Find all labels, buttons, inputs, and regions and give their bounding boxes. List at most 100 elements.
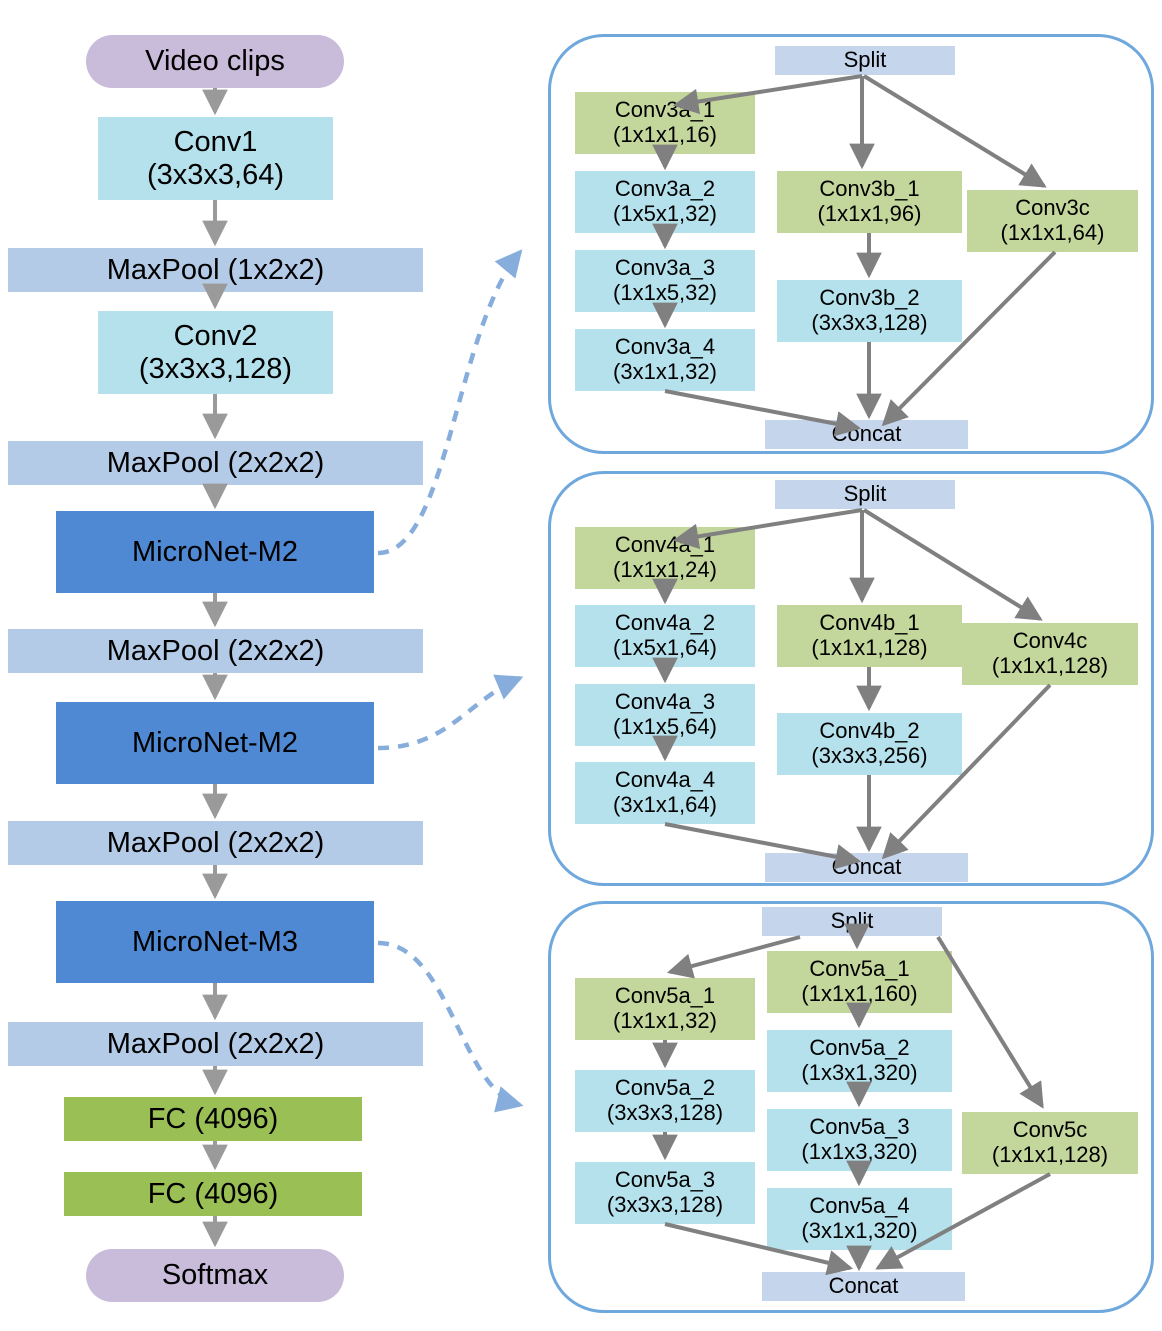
module-conv3-conv3a_4: Conv3a_4 (3x1x1,32) [575, 329, 755, 391]
node-sublabel: (1x1x1,128) [991, 653, 1109, 678]
node-label: Conv3a_2 [614, 176, 716, 202]
module-conv3-conv3b_1: Conv3b_1 (1x1x1,96) [777, 171, 962, 233]
node-label: MaxPool (2x2x2) [106, 634, 325, 667]
module-conv3-conv3a_3: Conv3a_3 (1x1x5,32) [575, 250, 755, 312]
node-label: MaxPool (1x2x2) [106, 253, 325, 286]
module-conv5-left-conv5a_1: Conv5a_1 (1x1x1,32) [575, 978, 755, 1040]
node-sublabel: (1x5x1,64) [613, 635, 717, 660]
module-conv5-mid-conv5a_3: Conv5a_3 (1x1x3,320) [767, 1109, 952, 1171]
node-label: MicroNet-M2 [132, 535, 298, 568]
module-conv4-frame [548, 471, 1154, 886]
module-conv3-conv3b_2: Conv3b_2 (3x3x3,128) [777, 280, 962, 342]
pipeline-node-video-clips: Video clips [86, 35, 344, 88]
module-conv5-concat: Concat [762, 1272, 965, 1301]
node-label: Conv3a_1 [614, 97, 716, 123]
node-label: Conv5a_1 [809, 956, 910, 982]
pipeline-node-conv2: Conv2 (3x3x3,128) [98, 311, 333, 394]
link-micronet-m2-b-to-module-conv4 [377, 674, 524, 751]
pipeline-node-micronet-m3: MicroNet-M3 [56, 901, 374, 983]
node-sublabel: (3x3x3,256) [811, 743, 928, 768]
node-sublabel: (1x1x1,160) [801, 981, 918, 1006]
module-conv4-conv4c: Conv4c (1x1x1,128) [962, 623, 1138, 685]
module-conv4-conv4a_3: Conv4a_3 (1x1x5,64) [575, 684, 755, 746]
module-conv5-conv5c: Conv5c (1x1x1,128) [962, 1112, 1138, 1174]
node-label: Conv4a_4 [614, 767, 716, 793]
pipeline-node-micronet-m2-b: MicroNet-M2 [56, 702, 374, 784]
node-label: Conv3b_1 [819, 176, 920, 202]
node-sublabel: (3x3x3,128) [606, 1100, 724, 1125]
node-sublabel: (1x1x3,320) [801, 1139, 918, 1164]
module-conv3-frame [548, 34, 1154, 454]
node-label: MicroNet-M2 [132, 726, 298, 759]
node-label: Split [830, 908, 874, 934]
node-label: Conv3b_2 [819, 285, 920, 311]
module-conv3-concat: Concat [765, 420, 968, 449]
node-sublabel: (3x3x3,128) [138, 352, 293, 385]
pipeline-node-maxpool4: MaxPool (2x2x2) [8, 821, 423, 865]
node-sublabel: (1x3x1,320) [801, 1060, 918, 1085]
node-label: Split [843, 481, 887, 507]
node-sublabel: (3x3x3,128) [606, 1192, 724, 1217]
node-sublabel: (1x1x1,64) [1000, 220, 1105, 245]
node-label: Softmax [161, 1259, 269, 1292]
module-conv5-mid-conv5a_4: Conv5a_4 (3x1x1,320) [767, 1188, 952, 1250]
module-conv5-mid-conv5a_1: Conv5a_1 (1x1x1,160) [767, 951, 952, 1013]
node-label: Conv5a_3 [809, 1114, 910, 1140]
pipeline-node-fc1: FC (4096) [64, 1097, 362, 1141]
pipeline-node-maxpool5: MaxPool (2x2x2) [8, 1022, 423, 1066]
node-sublabel: (1x1x5,64) [613, 714, 717, 739]
node-sublabel: (3x3x3,64) [146, 158, 284, 191]
node-label: FC (4096) [147, 1102, 279, 1135]
node-label: MicroNet-M3 [132, 925, 298, 958]
module-conv4-conv4a_2: Conv4a_2 (1x5x1,64) [575, 605, 755, 667]
node-sublabel: (1x1x1,128) [811, 635, 928, 660]
module-conv3-conv3c: Conv3c (1x1x1,64) [967, 190, 1138, 252]
node-label: Concat [831, 854, 902, 880]
node-label: Conv4b_2 [819, 718, 920, 744]
node-sublabel: (3x1x1,32) [613, 359, 717, 384]
node-label: Conv1 [173, 126, 258, 159]
node-label: Conv5c [1012, 1117, 1088, 1143]
module-conv4-conv4a_4: Conv4a_4 (3x1x1,64) [575, 762, 755, 824]
node-sublabel: (3x1x1,64) [613, 792, 717, 817]
module-conv3-conv3a_2: Conv3a_2 (1x5x1,32) [575, 171, 755, 233]
module-conv4-concat: Concat [765, 853, 968, 882]
node-label: Conv3c [1015, 195, 1090, 221]
node-label: MaxPool (2x2x2) [106, 1027, 325, 1060]
node-label: Conv3a_4 [614, 334, 716, 360]
node-label: Conv4a_3 [614, 689, 716, 715]
node-label: Conv5a_2 [614, 1075, 716, 1101]
node-label: Conv4c [1012, 628, 1088, 654]
module-link-arrows [377, 249, 524, 1113]
node-sublabel: (3x3x3,128) [811, 310, 928, 335]
node-sublabel: (1x1x1,24) [613, 557, 717, 582]
module-conv4-conv4a_1: Conv4a_1 (1x1x1,24) [575, 527, 755, 589]
node-label: Video clips [145, 45, 285, 78]
pipeline-node-micronet-m2-a: MicroNet-M2 [56, 511, 374, 593]
node-sublabel: (3x1x1,320) [801, 1218, 918, 1243]
node-sublabel: (1x5x1,32) [613, 201, 717, 226]
pipeline-node-conv1: Conv1 (3x3x3,64) [98, 117, 333, 200]
node-label: Concat [828, 1273, 899, 1299]
node-sublabel: (1x1x1,16) [613, 122, 717, 147]
module-conv3-conv3a_1: Conv3a_1 (1x1x1,16) [575, 92, 755, 154]
node-label: Conv4a_2 [614, 610, 716, 636]
node-sublabel: (1x1x1,32) [613, 1008, 717, 1033]
node-label: Split [843, 47, 887, 73]
node-sublabel: (1x1x5,32) [613, 280, 717, 305]
module-conv5-mid-conv5a_2: Conv5a_2 (1x3x1,320) [767, 1030, 952, 1092]
node-label: FC (4096) [147, 1177, 279, 1210]
module-conv5-frame [548, 901, 1154, 1313]
pipeline-node-fc2: FC (4096) [64, 1172, 362, 1216]
node-label: Conv5a_2 [809, 1035, 910, 1061]
pipeline-node-maxpool1: MaxPool (1x2x2) [8, 248, 423, 292]
module-conv5-left-conv5a_3: Conv5a_3 (3x3x3,128) [575, 1162, 755, 1224]
module-conv4-split: Split [775, 480, 955, 509]
module-conv4-conv4b_2: Conv4b_2 (3x3x3,256) [777, 713, 962, 775]
pipeline-node-maxpool2: MaxPool (2x2x2) [8, 441, 423, 485]
node-label: MaxPool (2x2x2) [106, 826, 325, 859]
node-sublabel: (1x1x1,128) [991, 1142, 1109, 1167]
module-conv3-split: Split [775, 46, 955, 75]
node-sublabel: (1x1x1,96) [817, 201, 922, 226]
